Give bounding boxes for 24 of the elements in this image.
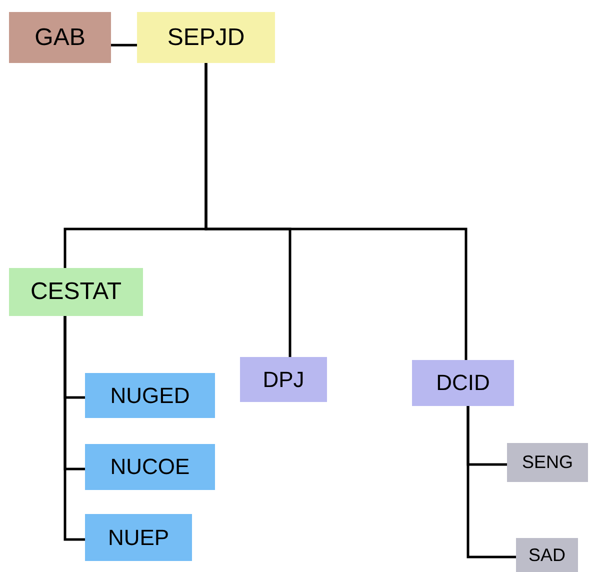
- org-box: [85, 514, 192, 561]
- connector-line: [204, 63, 468, 360]
- box-label: CESTAT: [30, 278, 122, 306]
- org-box: [137, 12, 275, 63]
- box-label: GAB: [34, 24, 86, 52]
- box-label: DPJ: [262, 366, 304, 392]
- org-box: [240, 357, 327, 402]
- box-label: SEPJD: [167, 24, 245, 52]
- connector-line: [64, 316, 85, 541]
- org-box: [85, 373, 215, 418]
- org-box: [516, 538, 578, 572]
- org-box: [9, 12, 111, 63]
- connector-line: [466, 406, 516, 558]
- org-box: [9, 268, 143, 316]
- org-box: [507, 443, 588, 482]
- connector-line: [111, 44, 137, 46]
- box-label: NUGED: [110, 382, 190, 408]
- org-box: [85, 444, 215, 490]
- box-label: DCID: [436, 370, 490, 396]
- box-label: NUEP: [108, 524, 170, 550]
- org-box: [412, 360, 514, 406]
- box-label: SENG: [522, 452, 573, 473]
- box-label: NUCOE: [110, 454, 190, 480]
- box-label: SAD: [528, 544, 566, 566]
